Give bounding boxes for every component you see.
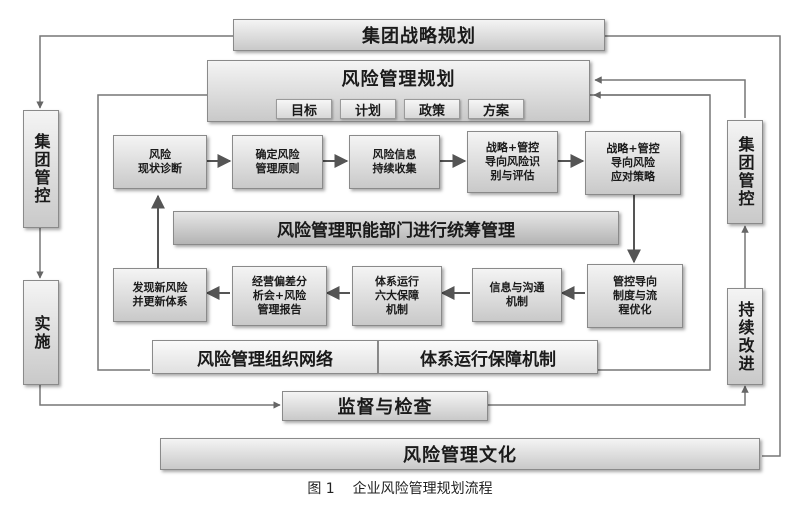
step-risk-response: 战略+管控 导向风险 应对策略: [585, 131, 681, 195]
plan-item-goal: 目标: [276, 99, 332, 119]
center-coordination-bar: 风险管理职能部门进行统筹管理: [173, 211, 619, 245]
right-group-control-to-plan: [594, 76, 746, 118]
plan-item-scheme: 方案: [468, 99, 524, 119]
risk-plan-box: 风险管理规划: [207, 60, 590, 122]
inner-frame-left: [97, 94, 207, 371]
step-update-system: 发现新风险 并更新体系: [113, 268, 207, 322]
step-info-collection: 风险信息 持续收集: [349, 135, 440, 189]
org-network-box: 风险管理组织网络: [152, 340, 378, 374]
group-strategy-box: 集团战略规划: [233, 19, 605, 51]
right-group-control-box: 集团管控: [727, 120, 763, 224]
step-communication: 信息与沟通 机制: [472, 268, 562, 322]
figure-title: 企业风险管理规划流程: [352, 481, 493, 497]
outer-loop-top: [36, 35, 233, 109]
step-deviation-analysis: 经营偏差分 析会+风险 管理报告: [232, 266, 327, 326]
culture-box: 风险管理文化: [160, 438, 760, 470]
figure-label: 图 1: [307, 481, 335, 497]
step-risk-diagnosis: 风险 现状诊断: [113, 135, 207, 189]
outer-right-loop: [605, 35, 781, 457]
left-group-control-box: 集团管控: [23, 110, 59, 228]
step-risk-identification: 战略+管控 导向风险识 别与评估: [467, 131, 558, 193]
figure-caption: 图 1 企业风险管理规划流程: [0, 478, 800, 498]
implement-to-monitor: [39, 385, 281, 409]
monitor-box: 监督与检查: [282, 391, 488, 421]
monitor-to-improve: [488, 385, 749, 406]
step-guarantee-mechanism: 体系运行 六大保障 机制: [352, 266, 442, 326]
plan-item-policy: 政策: [404, 99, 460, 119]
right-improve-box: 持续改进: [727, 288, 763, 385]
plan-item-plan: 计划: [340, 99, 396, 119]
left-implement-box: 实施: [23, 280, 59, 385]
step-process-optimization: 管控导向 制度与流 程优化: [587, 264, 683, 328]
risk-plan-title: 风险管理规划: [341, 69, 456, 90]
step-management-principles: 确定风险 管理原则: [232, 135, 323, 189]
guarantee-mechanism-box: 体系运行保障机制: [378, 340, 598, 374]
